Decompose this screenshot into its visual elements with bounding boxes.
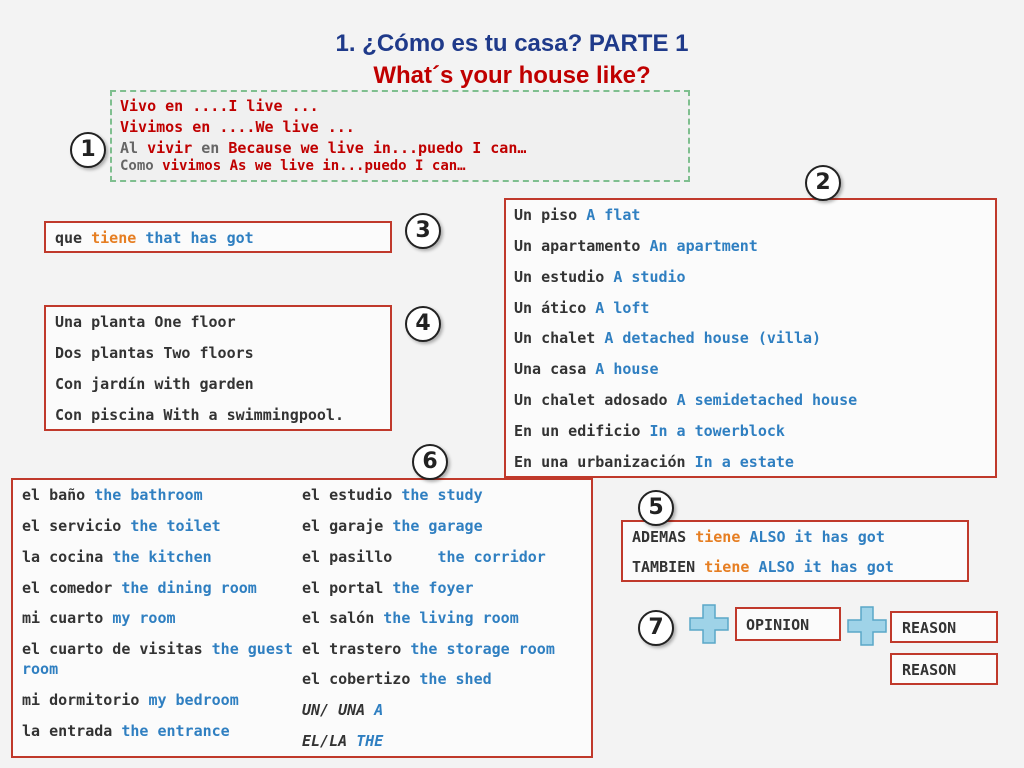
box6-left-item: room xyxy=(22,660,59,678)
box1-l4-como: Como xyxy=(120,158,154,174)
box6-right-item: el estudio the study xyxy=(302,486,483,504)
title-line-2: What´s your house like? xyxy=(373,62,651,89)
box-2-house-types xyxy=(504,198,997,478)
box4-item: Con jardín with garden xyxy=(55,375,254,393)
box6-right-item: EL/LA THE xyxy=(302,732,384,750)
box1-l1-en: ....I live ... xyxy=(192,97,319,115)
box3-tiene: tiene xyxy=(91,229,137,247)
box2-item: En un edificio In a towerblock xyxy=(514,422,785,440)
box2-item: En una urbanización In a estate xyxy=(514,453,794,471)
box6-left-item: el baño the bathroom xyxy=(22,486,203,504)
box2-item: Un apartamento An apartment xyxy=(514,237,758,255)
box-6-rooms xyxy=(11,478,593,758)
number-badge-2: 2 xyxy=(805,165,841,201)
box6-left-item: el cuarto de visitas the guest xyxy=(22,640,293,658)
box6-left-item: el comedor the dining room xyxy=(22,579,257,597)
reason-box-2 xyxy=(890,653,998,685)
box6-right-item: el portal the foyer xyxy=(302,579,474,597)
box6-right-item: el pasillo the corridor xyxy=(302,548,546,566)
box6-left-item: mi cuarto my room xyxy=(22,609,176,627)
box1-l4-vivimos: vivimos xyxy=(162,158,222,174)
box1-line-1: Vivo en ....I live ... xyxy=(120,97,319,115)
box1-l3-al: Al xyxy=(120,139,139,157)
box2-item: Un chalet A detached house (villa) xyxy=(514,329,822,347)
opinion-box xyxy=(735,607,841,641)
number-badge-4: 4 xyxy=(405,306,441,342)
box6-right-item: el trastero the storage room xyxy=(302,640,555,658)
box1-line-4: Como vivimos As we live in...puedo I can… xyxy=(120,158,466,174)
box6-left-item: la cocina the kitchen xyxy=(22,548,212,566)
box-5-also xyxy=(621,520,969,582)
box6-right-item: UN/ UNA A xyxy=(302,701,384,719)
reason-label-1: REASON xyxy=(902,619,957,637)
box6-right-item: el cobertizo the shed xyxy=(302,670,492,688)
number-badge-6: 6 xyxy=(412,444,448,480)
box1-line-3: Al vivir en Because we live in...puedo I… xyxy=(120,139,526,157)
box5-line-2: TAMBIEN tiene ALSO it has got xyxy=(632,558,894,576)
number-badge-1: 1 xyxy=(70,132,106,168)
reason-box-1 xyxy=(890,611,998,643)
plus-icon xyxy=(689,604,729,644)
number-badge-3: 3 xyxy=(405,213,441,249)
box2-item: Un ático A loft xyxy=(514,299,650,317)
box2-item: Una casa A house xyxy=(514,360,659,378)
box4-item: Con piscina With a swimmingpool. xyxy=(55,406,344,424)
box1-l3-vivir: vivir xyxy=(147,139,193,157)
box2-item: Un piso A flat xyxy=(514,206,641,224)
page-title: 1. ¿Cómo es tu casa? PARTE 1 xyxy=(0,30,1024,58)
box3-english: that has got xyxy=(145,229,254,247)
box-1-phrases xyxy=(110,90,690,182)
box4-item: Dos plantas Two floors xyxy=(55,344,254,362)
number-badge-7: 7 xyxy=(638,610,674,646)
box-3-has-got xyxy=(44,221,392,253)
box1-l3-english: Because we live in...puedo I can… xyxy=(228,139,527,157)
box6-left-item: mi dormitorio my bedroom xyxy=(22,691,239,709)
box-4-features xyxy=(44,305,392,431)
page-subtitle: What´s your house like? xyxy=(0,62,1024,90)
box2-item: Un estudio A studio xyxy=(514,268,686,286)
box6-left-item: la entrada the entrance xyxy=(22,722,230,740)
number-badge-5: 5 xyxy=(638,490,674,526)
box4-item: Una planta One floor xyxy=(55,313,236,331)
box6-right-item: el salón the living room xyxy=(302,609,519,627)
box1-l2-en: ....We live ... xyxy=(219,118,355,136)
box5-line-1: ADEMAS tiene ALSO it has got xyxy=(632,528,885,546)
box3-que: que xyxy=(55,229,83,247)
box6-right-item: el garaje the garage xyxy=(302,517,483,535)
box2-item: Un chalet adosado A semidetached house xyxy=(514,391,858,409)
box1-l3-en: en xyxy=(201,139,220,157)
title-line-1: 1. ¿Cómo es tu casa? PARTE 1 xyxy=(335,30,689,57)
opinion-label: OPINION xyxy=(746,616,810,634)
box1-l2-es: Vivimos en xyxy=(120,118,211,136)
box1-line-2: Vivimos en ....We live ... xyxy=(120,118,355,136)
box3-line: que tiene that has got xyxy=(55,229,254,247)
box1-l4-english: As we live in...puedo I can… xyxy=(229,158,466,174)
plus-icon xyxy=(847,606,887,646)
box6-left-item: el servicio the toilet xyxy=(22,517,221,535)
box1-l1-es: Vivo en xyxy=(120,97,184,115)
reason-label-2: REASON xyxy=(902,661,957,679)
